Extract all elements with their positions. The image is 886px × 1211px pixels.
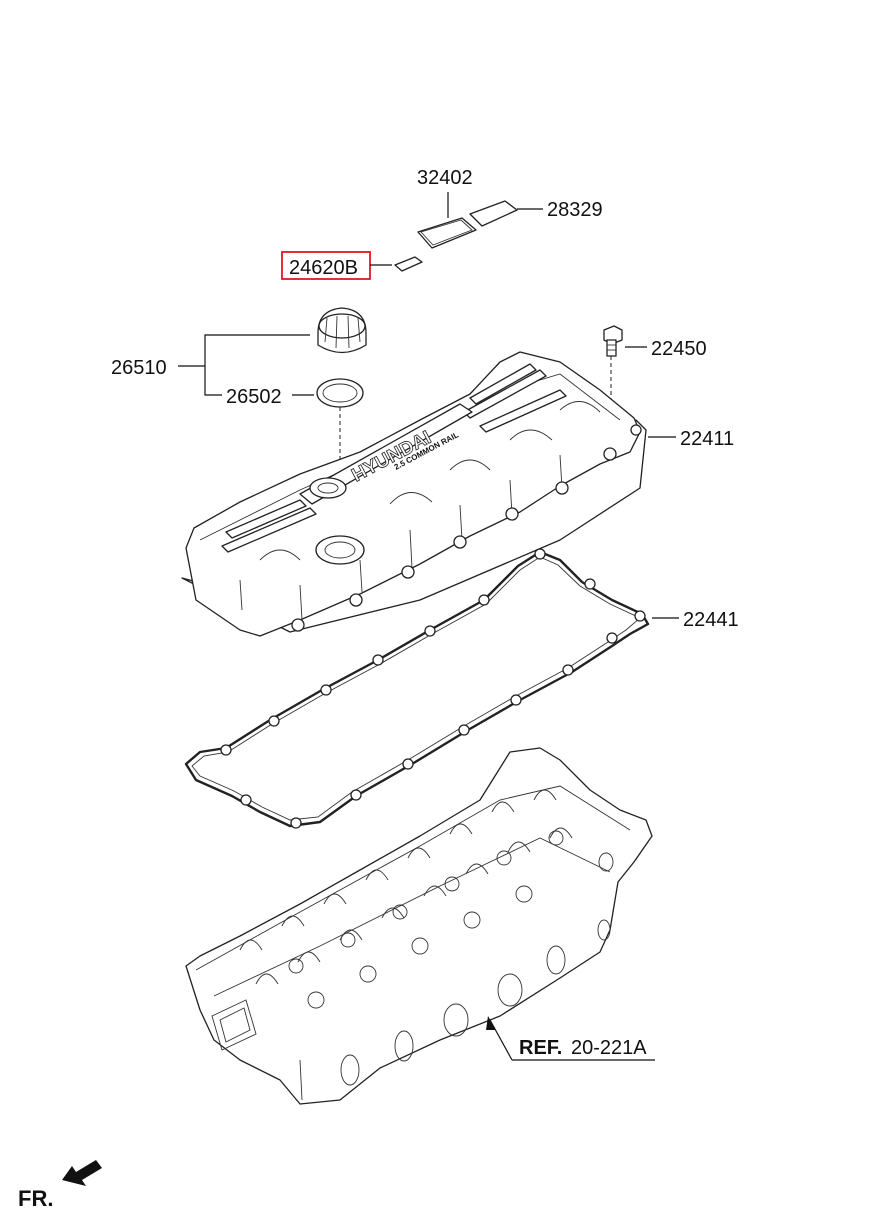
front-label: FR. xyxy=(18,1186,53,1211)
cylinder-head xyxy=(185,747,653,1105)
oil-filler-cap xyxy=(317,307,367,354)
callout-32402[interactable]: 32402 xyxy=(417,167,473,218)
part-number-22441: 22441 xyxy=(683,609,739,631)
front-arrow-icon xyxy=(62,1160,102,1186)
part-number-32402: 32402 xyxy=(417,167,473,189)
part-number-28329: 28329 xyxy=(547,199,603,221)
callout-22411[interactable]: 22411 xyxy=(648,428,734,450)
callout-22441[interactable]: 22441 xyxy=(652,609,739,631)
label-28329-shape xyxy=(469,200,518,227)
front-orientation: FR. xyxy=(18,1160,102,1211)
label-32402-shape xyxy=(417,217,477,249)
callout-28329[interactable]: 28329 xyxy=(517,199,603,221)
part-number-22450: 22450 xyxy=(651,338,707,360)
part-number-22411: 22411 xyxy=(680,428,734,450)
part-number-26510: 26510 xyxy=(111,357,167,379)
reference-prefix: REF. xyxy=(519,1037,562,1059)
reference-callout[interactable]: REF. 20-221A xyxy=(486,1016,655,1061)
callout-24620b[interactable]: 24620B xyxy=(281,251,392,280)
callout-22450[interactable]: 22450 xyxy=(625,338,707,360)
part-number-26502: 26502 xyxy=(226,386,282,408)
cover-gasket xyxy=(184,548,650,829)
label-24620b-shape xyxy=(394,256,423,272)
callout-26502[interactable]: 26502 xyxy=(226,386,314,408)
part-number-24620b: 24620B xyxy=(289,257,358,279)
reference-code: 20-221A xyxy=(571,1037,647,1059)
callout-26510[interactable]: 26510 xyxy=(111,334,310,396)
cylinder-head-cover xyxy=(181,351,647,637)
